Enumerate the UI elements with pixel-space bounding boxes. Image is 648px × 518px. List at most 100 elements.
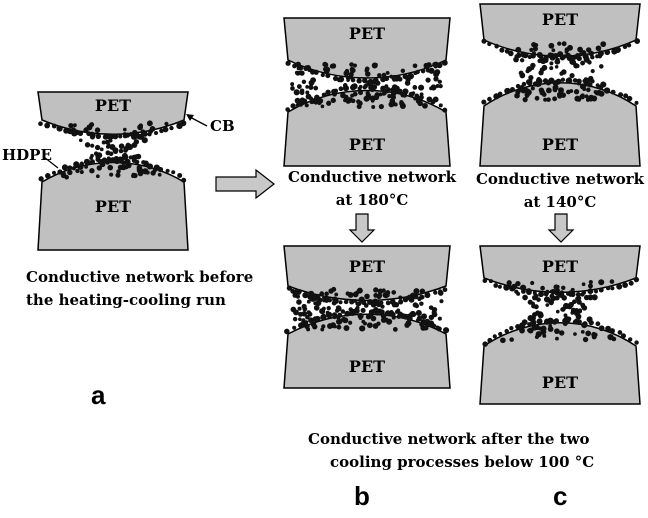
cb-particle	[405, 320, 412, 327]
cb-particle	[382, 90, 387, 96]
cb-particle	[138, 134, 145, 140]
cb-particle	[614, 46, 621, 53]
cb-particle	[315, 300, 322, 307]
cb-particle	[153, 131, 159, 136]
cb-particle	[67, 169, 73, 176]
cb-particle	[372, 323, 379, 329]
cb-particle	[84, 142, 91, 148]
cb-particle	[539, 89, 546, 96]
cb-particle	[412, 302, 419, 308]
cb-particle	[294, 97, 301, 104]
cb-particle	[387, 94, 392, 99]
arrow-b-down	[348, 213, 376, 243]
cb-particle	[299, 97, 305, 103]
cb-particle	[609, 328, 615, 334]
cb-particle	[411, 91, 416, 95]
cb-particle	[622, 44, 628, 50]
cb-particle	[618, 92, 624, 98]
cb-particle	[157, 166, 164, 173]
cb-particle	[498, 331, 503, 337]
cb-particle	[540, 285, 545, 291]
cb-particle	[567, 78, 573, 84]
cb-particle	[538, 291, 544, 298]
cb-particle	[360, 307, 366, 313]
cb-particle	[506, 280, 512, 286]
cb-particle	[591, 294, 598, 301]
cb-particle	[590, 68, 595, 74]
cb-particle	[617, 330, 623, 335]
cb-particle	[536, 51, 543, 59]
cb-particle	[588, 283, 593, 289]
cb-particle	[626, 95, 633, 102]
cb-particle	[321, 324, 326, 329]
cb-particle	[95, 133, 102, 140]
cb-particle	[350, 77, 356, 83]
cb-particle	[634, 100, 639, 105]
cb-particle	[306, 299, 311, 304]
cb-particle	[416, 315, 423, 321]
cb-particle	[358, 296, 365, 303]
cb-particle	[552, 80, 559, 87]
cb-particle	[106, 133, 113, 140]
cb-particle	[567, 54, 574, 61]
cb-particle	[109, 143, 116, 151]
cb-particle	[493, 283, 499, 288]
cb-particle	[320, 104, 325, 109]
cb-particle	[375, 80, 381, 86]
cb-particle	[422, 319, 428, 324]
cb-particle	[519, 327, 525, 334]
cb-particle	[285, 107, 290, 112]
cb-particle	[494, 43, 500, 49]
cb-particle	[517, 88, 522, 93]
cb-particle	[609, 279, 615, 284]
cb-particle	[323, 62, 329, 68]
cb-particle	[359, 326, 364, 331]
cb-particle	[561, 41, 567, 47]
cb-particle	[532, 46, 538, 52]
cb-particle	[576, 81, 581, 86]
cb-particle	[623, 93, 629, 99]
cb-particle	[525, 79, 532, 85]
cb-particle	[314, 315, 321, 322]
cb-particle	[122, 155, 128, 161]
cb-particle	[530, 315, 536, 321]
cb-particle	[164, 121, 169, 126]
cb-particle	[371, 105, 376, 109]
cb-particle	[573, 332, 577, 336]
cb-particle	[396, 314, 402, 319]
pet-bottom-label: PET	[542, 373, 578, 392]
cb-particle	[561, 285, 566, 291]
cb-particle	[340, 309, 346, 314]
cb-particle	[582, 79, 587, 84]
cb-particle	[548, 323, 553, 328]
cb-particle	[604, 49, 611, 56]
cb-particle	[399, 100, 404, 105]
cb-particle	[525, 91, 531, 97]
cb-particle	[313, 69, 319, 75]
cb-particle	[627, 337, 633, 342]
cb-particle	[560, 307, 566, 312]
cb-particle	[545, 79, 552, 86]
cb-particle	[284, 328, 290, 335]
cb-particle	[403, 314, 410, 320]
cb-particle	[327, 323, 333, 329]
cb-particle	[363, 95, 370, 102]
cb-particle	[535, 82, 541, 88]
cb-particle	[605, 325, 611, 332]
cb-particle	[305, 93, 312, 100]
cb-particle	[545, 289, 550, 295]
cb-particle	[597, 53, 603, 59]
cb-particle	[567, 290, 574, 296]
cb-particle	[89, 156, 93, 160]
cb-particle	[349, 299, 355, 305]
cb-particle	[118, 143, 125, 149]
cb-particle	[587, 288, 594, 295]
cb-particle	[331, 88, 338, 95]
panel-letter-c: c	[553, 481, 568, 511]
cb-particle	[551, 319, 558, 325]
cb-particle	[527, 327, 534, 334]
cb-particle	[376, 293, 383, 299]
